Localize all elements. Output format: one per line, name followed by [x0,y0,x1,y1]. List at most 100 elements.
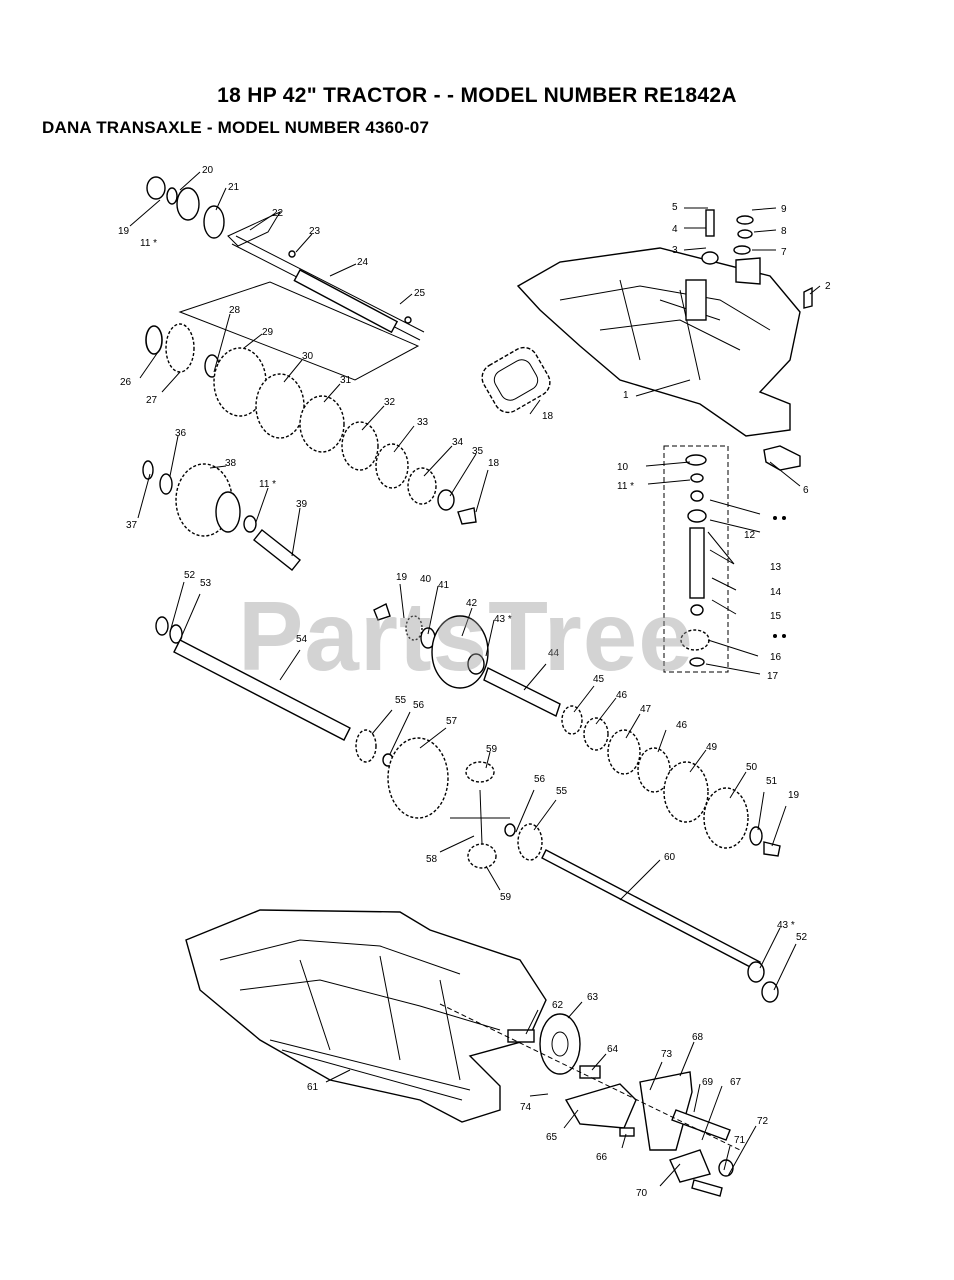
part-40-gear [405,615,423,641]
shaft-box-dashed [663,445,729,673]
part-52-washer [155,616,169,636]
label-part-65: 65 [546,1132,558,1143]
label-part-42: 42 [466,598,478,609]
assembly-bracket-lines [178,281,420,381]
label-part-38: 38 [225,458,237,469]
label-part-35: 35 [472,446,484,457]
part-22-key [227,210,282,247]
part-69-bolt [671,1109,731,1141]
part-11-washer-b [243,515,257,533]
diagram-subtitle: DANA TRANSAXLE - MODEL NUMBER 4360-07 [42,118,430,137]
part-11-washer-d [690,604,704,616]
label-part-19-mid: 19 [396,572,408,583]
label-part-16: 16 [770,652,782,663]
label-part-40: 40 [420,574,432,585]
part-61-housing [185,909,547,1123]
part-65-caliper [564,1083,637,1129]
part-18-chain [481,346,551,414]
label-part-21: 21 [228,182,240,193]
part-32-gear [341,421,379,471]
label-part-71: 71 [734,1135,746,1146]
label-part-43: 43 * [494,614,512,625]
label-part-14: 14 [770,587,782,598]
partstree-watermark: PartsTree [238,581,694,691]
label-part-17: 17 [767,671,779,682]
label-part-8: 8 [781,226,787,237]
label-part-69: 69 [702,1077,714,1088]
label-part-19-right: 19 [788,790,800,801]
output-shaft-assembly [373,603,781,857]
part-52-washer-b [761,981,779,1003]
label-part-22: 22 [272,208,284,219]
part-44-shaft [483,667,561,717]
label-part-70: 70 [636,1188,648,1199]
part-62-pad [507,1029,535,1043]
housing-ribs-lower [219,939,501,1081]
label-part-28: 28 [229,305,241,316]
part-15-shaft [689,527,705,599]
part-21-bearing [203,205,225,239]
part-18-bearing [457,507,477,525]
part-2-bolt [803,286,813,309]
part-50-gear [703,787,749,849]
label-part-59-b: 59 [500,892,512,903]
part-23-pin [288,250,296,258]
label-part-7: 7 [781,247,787,258]
part-59-pinion-top [465,761,495,783]
chain-inner [493,359,539,401]
part-46-gear-b [637,747,671,793]
part-51-washer [749,826,763,846]
part-43-washer-b [467,653,485,675]
part-49-gear [663,761,709,823]
label-part-5: 5 [672,202,678,213]
dot [782,634,786,638]
label-part-27: 27 [146,395,158,406]
part-20-gear [176,187,200,221]
label-part-1: 1 [623,390,629,401]
label-part-31: 31 [340,375,352,386]
part-37-washer [142,460,154,480]
part-19-bearing [146,176,166,200]
part-39-shaft [253,529,301,571]
label-part-29: 29 [262,327,274,338]
part-53-washer [169,624,183,644]
dot [773,516,777,520]
axle-differential-assembly [155,616,779,1003]
label-part-15: 15 [770,611,782,622]
label-part-46: 46 [616,690,628,701]
label-part-33: 33 [417,417,429,428]
label-part-73: 73 [661,1049,673,1060]
part-4-pin [705,209,715,237]
label-part-51: 51 [766,776,778,787]
part-55-bevel-gear-b [517,823,543,861]
part-33-gear [375,443,409,489]
housing-fitting [735,257,761,285]
label-part-19-top: 19 [118,226,130,237]
label-part-46-b: 46 [676,720,688,731]
housing-flange [269,1039,471,1101]
label-part-57: 57 [446,716,458,727]
chain-loop [481,346,551,414]
part-60-axle [541,849,761,971]
label-part-47: 47 [640,704,652,715]
part-38-hub [215,491,241,533]
label-part-34: 34 [452,437,464,448]
part-11-washer [166,187,178,205]
leader-lines [129,171,821,1187]
part-73-lever [639,1071,693,1151]
label-part-56-b: 56 [534,774,546,785]
label-part-37: 37 [126,520,138,531]
label-part-20: 20 [202,165,214,176]
part-45-gear [561,705,583,735]
part-66-pin [619,1127,635,1137]
label-part-61: 61 [307,1082,319,1093]
part-26-ring [145,325,163,355]
input-shaft-assembly [146,176,425,381]
part-31-gear [299,395,345,453]
label-part-44: 44 [548,648,560,659]
label-part-24: 24 [357,257,369,268]
label-part-32: 32 [384,397,396,408]
disc-hub [551,1031,569,1057]
part-9-ring [736,215,754,225]
